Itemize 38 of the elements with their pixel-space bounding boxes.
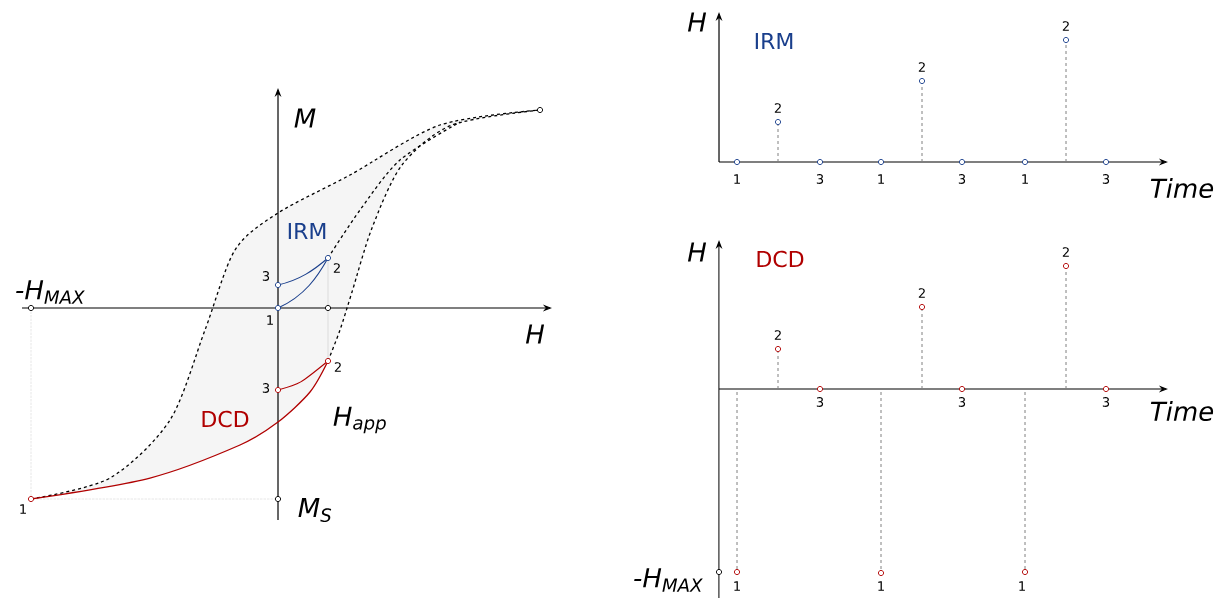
point-number: 1 bbox=[1022, 174, 1028, 184]
axis-label: Time bbox=[1150, 400, 1214, 422]
axis-label: -H$_{MAX}$ bbox=[634, 568, 703, 592]
curve-label: IRM bbox=[288, 223, 326, 239]
point-number: 1 bbox=[734, 174, 740, 184]
point-number: 2 bbox=[1062, 247, 1069, 257]
point-number: 3 bbox=[816, 174, 824, 184]
point-number: 2 bbox=[918, 288, 925, 298]
axis-label: -H$_{MAX}$ bbox=[16, 280, 85, 304]
curve-label: IRM bbox=[755, 33, 793, 49]
point-number: 3 bbox=[958, 174, 966, 184]
point-number: 3 bbox=[958, 397, 966, 407]
axis-label: H bbox=[687, 12, 707, 32]
point-number: 1 bbox=[878, 174, 884, 184]
point-number: 2 bbox=[334, 362, 341, 372]
axis-label: H bbox=[525, 324, 545, 344]
point-number: 1 bbox=[878, 581, 884, 591]
point-number: 3 bbox=[262, 271, 270, 281]
point-number: 1 bbox=[734, 581, 740, 591]
point-number: 1 bbox=[1019, 581, 1025, 591]
point-number: 2 bbox=[918, 62, 925, 72]
curve-label: DCD bbox=[757, 250, 804, 268]
point-number: 1 bbox=[20, 504, 26, 514]
axis-label: M bbox=[294, 108, 316, 128]
point-number: 3 bbox=[1102, 397, 1110, 407]
point-number: 3 bbox=[1102, 174, 1110, 184]
axis-label: H bbox=[687, 242, 707, 262]
point-number: 2 bbox=[1062, 21, 1069, 31]
point-number: 3 bbox=[816, 397, 824, 407]
point-number: 2 bbox=[774, 330, 781, 340]
axis-label: Time bbox=[1150, 177, 1214, 199]
axis-label: H$_{app}$ bbox=[333, 406, 386, 434]
point-number: 3 bbox=[262, 383, 270, 393]
point-number: 1 bbox=[267, 315, 273, 325]
curve-label: DCD bbox=[202, 410, 249, 428]
point-number: 2 bbox=[333, 263, 340, 273]
axis-label: M$_{S}$ bbox=[298, 497, 332, 523]
point-number: 2 bbox=[774, 103, 781, 113]
